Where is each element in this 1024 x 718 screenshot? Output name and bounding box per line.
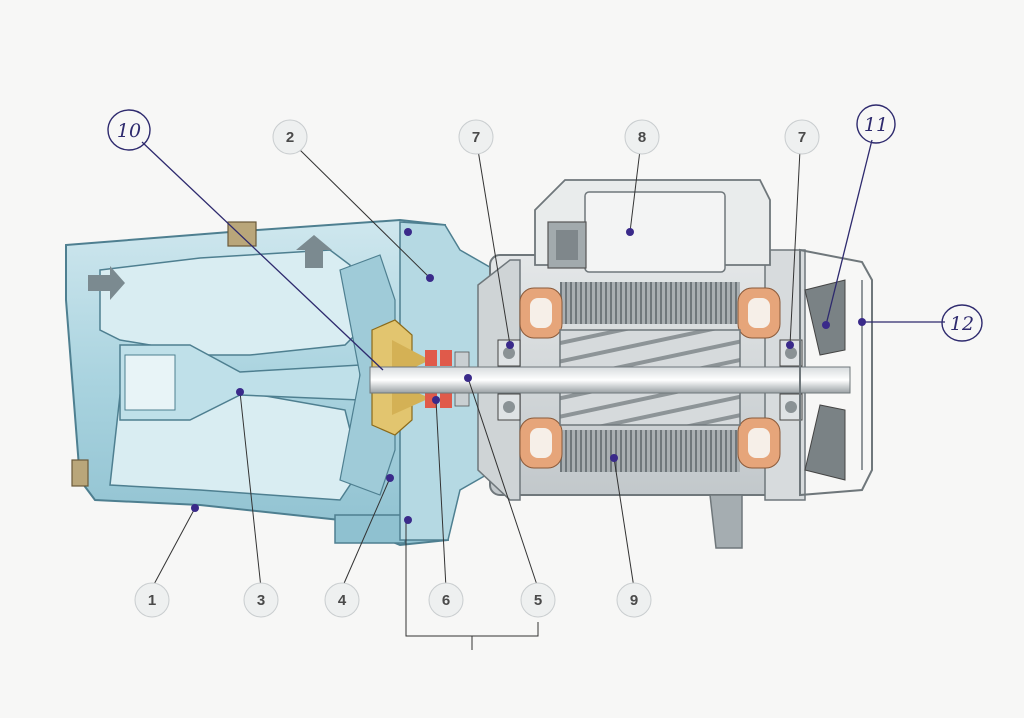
drain-plug xyxy=(71,459,89,487)
label-2: 2 xyxy=(272,119,308,155)
capacitor-terminal-box xyxy=(534,179,771,273)
marker-dots xyxy=(191,228,866,524)
label-2-text: 2 xyxy=(286,129,294,146)
venturi-ejector xyxy=(119,344,361,421)
label-8-text: 8 xyxy=(638,129,646,146)
label-1-text: 1 xyxy=(148,592,156,609)
shaft xyxy=(369,366,851,394)
label-7-front: 7 xyxy=(458,119,494,155)
label-9: 9 xyxy=(616,582,652,618)
handwritten-leader-lines xyxy=(141,139,945,371)
label-3-text: 3 xyxy=(257,592,265,609)
bearings xyxy=(497,339,803,421)
label-11: 11 xyxy=(856,104,896,144)
label-9-text: 9 xyxy=(630,592,638,609)
stator xyxy=(519,282,781,472)
label-7a-text: 7 xyxy=(472,129,480,146)
inlet-arrow-icon xyxy=(88,266,125,300)
label-5-text: 5 xyxy=(534,592,542,609)
label-10: 10 xyxy=(107,109,151,151)
label-6: 6 xyxy=(428,582,464,618)
label-5: 5 xyxy=(520,582,556,618)
label-11-text: 11 xyxy=(864,114,888,136)
outlet-arrow-icon xyxy=(296,235,332,268)
label-3: 3 xyxy=(243,582,279,618)
priming-plug xyxy=(227,221,257,247)
label-4-text: 4 xyxy=(338,592,347,609)
label-10-text: 10 xyxy=(117,120,141,142)
label-7b-text: 7 xyxy=(798,129,806,146)
label-1: 1 xyxy=(134,582,170,618)
label-4: 4 xyxy=(324,582,360,618)
label-6-text: 6 xyxy=(442,592,450,609)
label-8: 8 xyxy=(624,119,660,155)
label-7-rear: 7 xyxy=(784,119,820,155)
fan-cover xyxy=(799,248,873,497)
label-12: 12 xyxy=(941,304,983,342)
cooling-fan xyxy=(804,279,846,481)
leader-lines xyxy=(151,149,801,650)
label-12-text: 12 xyxy=(950,313,974,335)
